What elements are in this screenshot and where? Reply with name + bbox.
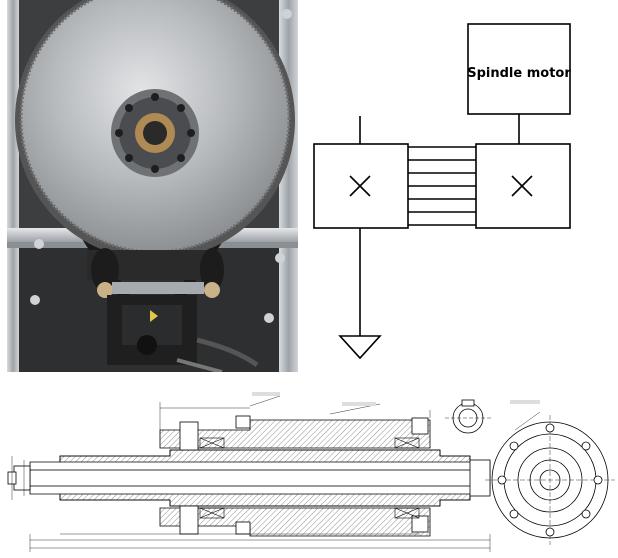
belt-lines xyxy=(408,146,476,226)
x-mark-icon xyxy=(349,175,371,197)
x-mark-icon xyxy=(511,175,533,197)
spindle-end-view xyxy=(485,411,615,545)
spindle-schematic: Spindle motor xyxy=(313,23,571,360)
spindle-drive-photo xyxy=(7,0,298,372)
detail-view-circle xyxy=(445,399,491,434)
spindle-section-view xyxy=(7,395,491,552)
spindle-engineering-drawing xyxy=(7,392,615,552)
spindle-motor-box xyxy=(467,23,571,115)
ground-icon xyxy=(338,335,382,360)
drawing-annotations xyxy=(252,392,540,406)
spindle-motor-label: Spindle motor xyxy=(467,66,571,81)
